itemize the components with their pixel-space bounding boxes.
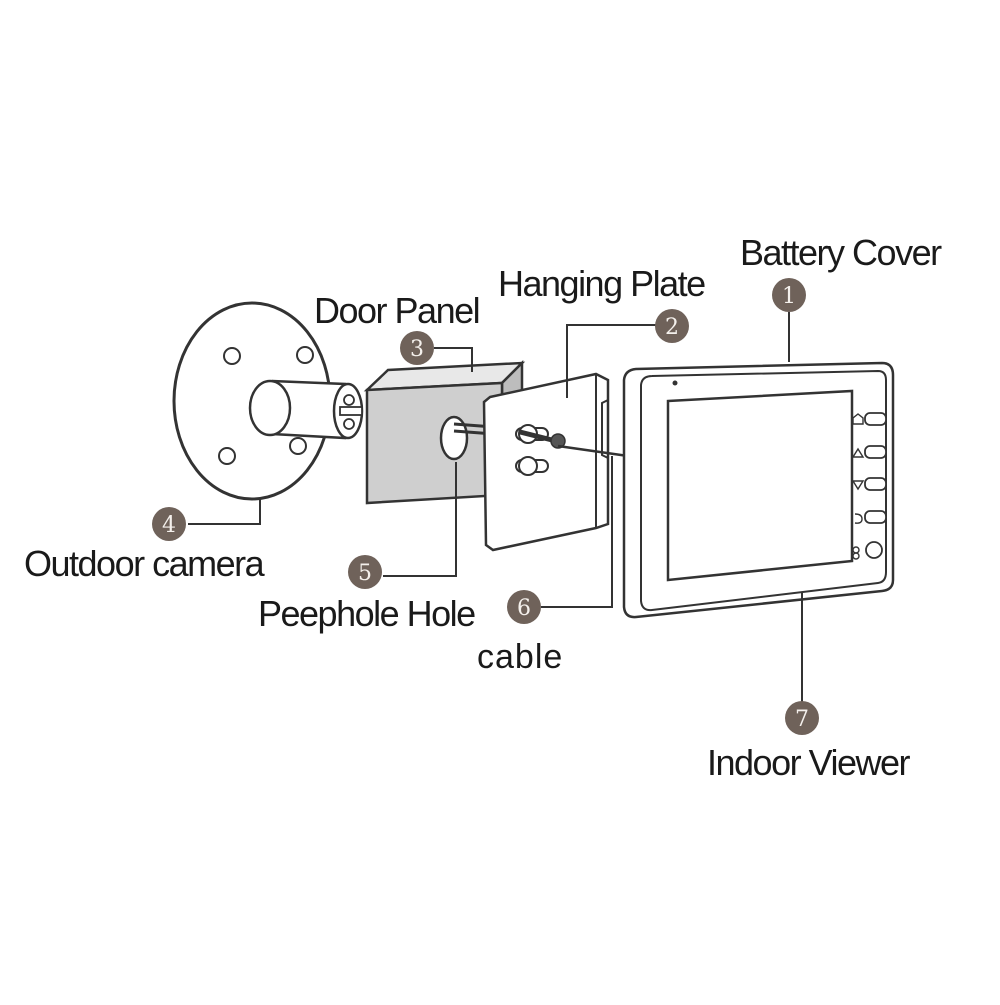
hanging-plate-illustration [482, 372, 610, 552]
leader-line-6 [541, 456, 613, 608]
svg-text:4: 4 [162, 513, 176, 538]
label-peephole-hole: Peephole Hole [258, 593, 476, 634]
svg-text:1: 1 [782, 284, 796, 309]
svg-text:7: 7 [795, 707, 809, 732]
number-marker-1: 1 [772, 278, 806, 312]
svg-text:3: 3 [410, 337, 424, 362]
leader-lines [188, 312, 803, 702]
number-marker-7: 7 [785, 701, 819, 735]
leader-line-3 [434, 347, 473, 372]
svg-text:5: 5 [358, 561, 372, 586]
indoor-viewer-illustration [622, 361, 895, 619]
number-marker-3: 3 [400, 331, 434, 365]
leader-line-5 [383, 462, 457, 577]
number-marker-4: 4 [152, 507, 186, 541]
number-marker-6: 6 [507, 590, 541, 624]
label-cable: cable [477, 638, 564, 676]
outdoor-camera-illustration [172, 301, 364, 501]
label-battery-cover: Battery Cover [740, 232, 942, 273]
number-marker-5: 5 [348, 555, 382, 589]
svg-text:2: 2 [665, 315, 679, 340]
label-hanging-plate: Hanging Plate [498, 263, 706, 304]
cable-line [557, 444, 629, 458]
label-indoor-viewer: Indoor Viewer [707, 742, 910, 783]
number-marker-2: 2 [655, 309, 689, 343]
leader-line-4 [188, 498, 261, 525]
label-door-panel: Door Panel [314, 290, 481, 331]
svg-text:6: 6 [517, 596, 531, 621]
label-outdoor-camera: Outdoor camera [24, 543, 265, 584]
leader-line-2 [566, 324, 672, 398]
